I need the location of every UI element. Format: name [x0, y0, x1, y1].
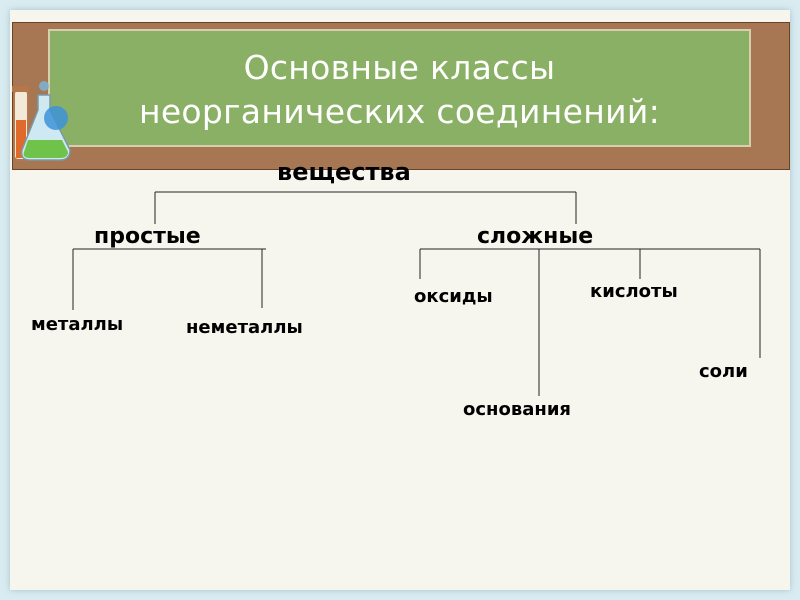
node-bases: основания	[463, 399, 571, 420]
node-oxides: оксиды	[414, 286, 493, 307]
node-salts: соли	[699, 361, 748, 382]
node-complex: сложные	[477, 224, 593, 249]
node-acids: кислоты	[590, 281, 678, 302]
node-simple: простые	[94, 224, 201, 249]
node-substances: вещества	[277, 158, 411, 186]
node-metals: металлы	[31, 314, 123, 335]
node-nonmetals: неметаллы	[186, 317, 303, 338]
